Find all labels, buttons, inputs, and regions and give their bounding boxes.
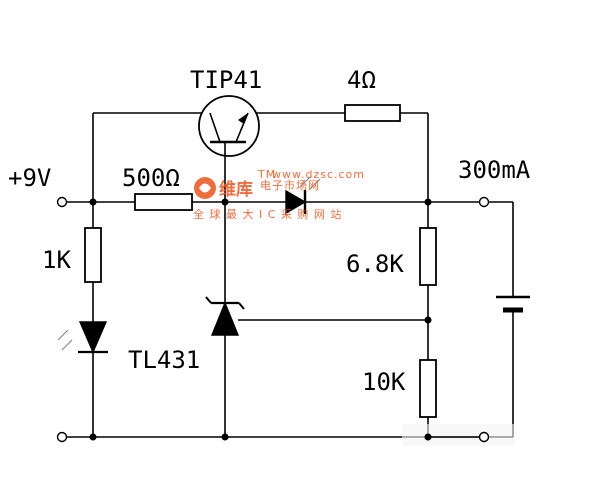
- resistor-1k: [84, 227, 102, 283]
- watermark-tm: TM: [257, 168, 276, 181]
- indicator-led: [57, 321, 108, 354]
- wires: [62, 112, 514, 438]
- junction-dot: [424, 198, 432, 206]
- resistor-4-ohm: [344, 104, 401, 122]
- label-resistor-500-ohm: 500Ω: [122, 164, 180, 192]
- scan-smudge: [402, 424, 514, 446]
- label-current: 300mA: [458, 156, 531, 184]
- charge-led: [285, 176, 321, 215]
- resistor-500-ohm: [134, 193, 193, 211]
- watermark-slogan: 全 球 最 大 I C 采 购 网 站: [193, 207, 342, 221]
- label-supply-voltage: +9V: [8, 164, 51, 192]
- junction-dot: [424, 316, 432, 324]
- label-resistor-6-8k: 6.8K: [346, 250, 404, 278]
- battery: [496, 295, 530, 318]
- light-ray-icon: [299, 176, 311, 188]
- label-resistor-1k: 1K: [42, 246, 71, 274]
- ground-terminal-left: [56, 431, 68, 443]
- watermark-subtitle: 电子市场网: [260, 178, 320, 192]
- resistor-6-8k: [419, 227, 437, 286]
- transistor-tip41: [198, 95, 260, 157]
- label-transistor: TIP41: [190, 66, 262, 94]
- junction-dot: [89, 198, 97, 206]
- watermark-url: www.dzsc.com: [272, 168, 365, 181]
- light-ray-icon: [57, 329, 69, 341]
- junction-dot: [221, 433, 229, 441]
- label-regulator: TL431: [128, 346, 200, 374]
- junction-dot: [89, 433, 97, 441]
- resistor-10k: [419, 359, 437, 418]
- label-resistor-4-ohm: 4Ω: [347, 66, 376, 94]
- supply-terminal: [56, 196, 68, 208]
- output-terminal: [478, 196, 490, 208]
- watermark: 维库 电子市场网 全 球 最 大 I C 采 购 网 站 TM www.dzsc…: [193, 168, 365, 221]
- light-ray-icon: [61, 339, 73, 351]
- label-resistor-10k: 10K: [362, 368, 406, 396]
- regulator-tl431: [205, 296, 245, 336]
- junction-dot: [221, 198, 229, 206]
- watermark-brand: 维库: [219, 179, 253, 200]
- light-ray-icon: [309, 178, 321, 190]
